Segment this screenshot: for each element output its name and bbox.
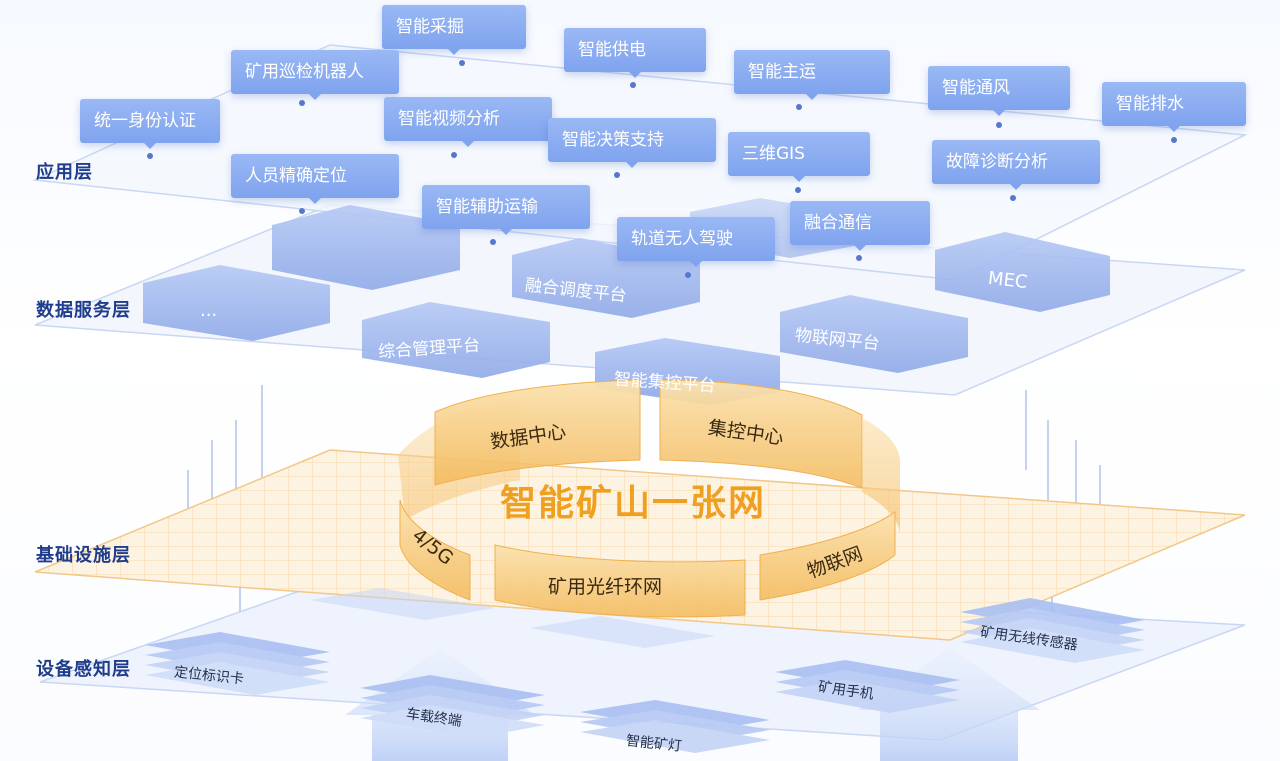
- app-xunjian: 矿用巡检机器人: [231, 50, 399, 100]
- anchor-dot: [299, 208, 305, 214]
- anchor-dot: [490, 239, 496, 245]
- app-zhuyun: 智能主运: [734, 50, 890, 100]
- app-caijue: 智能采掘: [382, 5, 526, 55]
- platform-slabs: [143, 198, 1110, 405]
- app-fuzhu: 智能辅助运输: [422, 185, 590, 235]
- device-chips: [145, 588, 1145, 753]
- layer-label-infra: 基础设施层: [36, 545, 131, 566]
- anchor-dot: [630, 82, 636, 88]
- layer-label-data: 数据服务层: [36, 300, 131, 321]
- anchor-dot: [996, 122, 1002, 128]
- app-gongdian: 智能供电: [564, 28, 706, 78]
- anchor-dot: [299, 100, 305, 106]
- anchor-dot: [1010, 195, 1016, 201]
- app-shenfen: 统一身份认证: [80, 99, 220, 149]
- ring-fiber: 矿用光纤环网: [548, 576, 663, 598]
- platform-ellipsis: ...: [200, 300, 218, 321]
- anchor-dot: [147, 153, 153, 159]
- app-dingwei: 人员精确定位: [231, 154, 399, 204]
- layer-label-app: 应用层: [36, 162, 93, 183]
- anchor-dot: [685, 272, 691, 278]
- layer-label-device: 设备感知层: [36, 659, 131, 680]
- anchor-dot: [795, 187, 801, 193]
- app-tongfeng: 智能通风: [928, 66, 1070, 116]
- app-juece: 智能决策支持: [548, 118, 716, 168]
- anchor-dot: [796, 104, 802, 110]
- ring-title: 智能矿山一张网: [500, 483, 767, 524]
- app-shipin: 智能视频分析: [384, 97, 552, 147]
- app-guzhang: 故障诊断分析: [932, 140, 1100, 190]
- app-guidao: 轨道无人驾驶: [617, 217, 775, 267]
- anchor-dot: [856, 255, 862, 261]
- platform-mec: MEC: [987, 267, 1029, 294]
- network-ring: [398, 379, 900, 618]
- anchor-dot: [614, 172, 620, 178]
- anchor-dot: [451, 152, 457, 158]
- app-gis: 三维GIS: [728, 132, 870, 182]
- app-paishui: 智能排水: [1102, 82, 1246, 132]
- app-ronghe: 融合通信: [790, 201, 930, 251]
- anchor-dot: [1171, 137, 1177, 143]
- anchor-dot: [459, 60, 465, 66]
